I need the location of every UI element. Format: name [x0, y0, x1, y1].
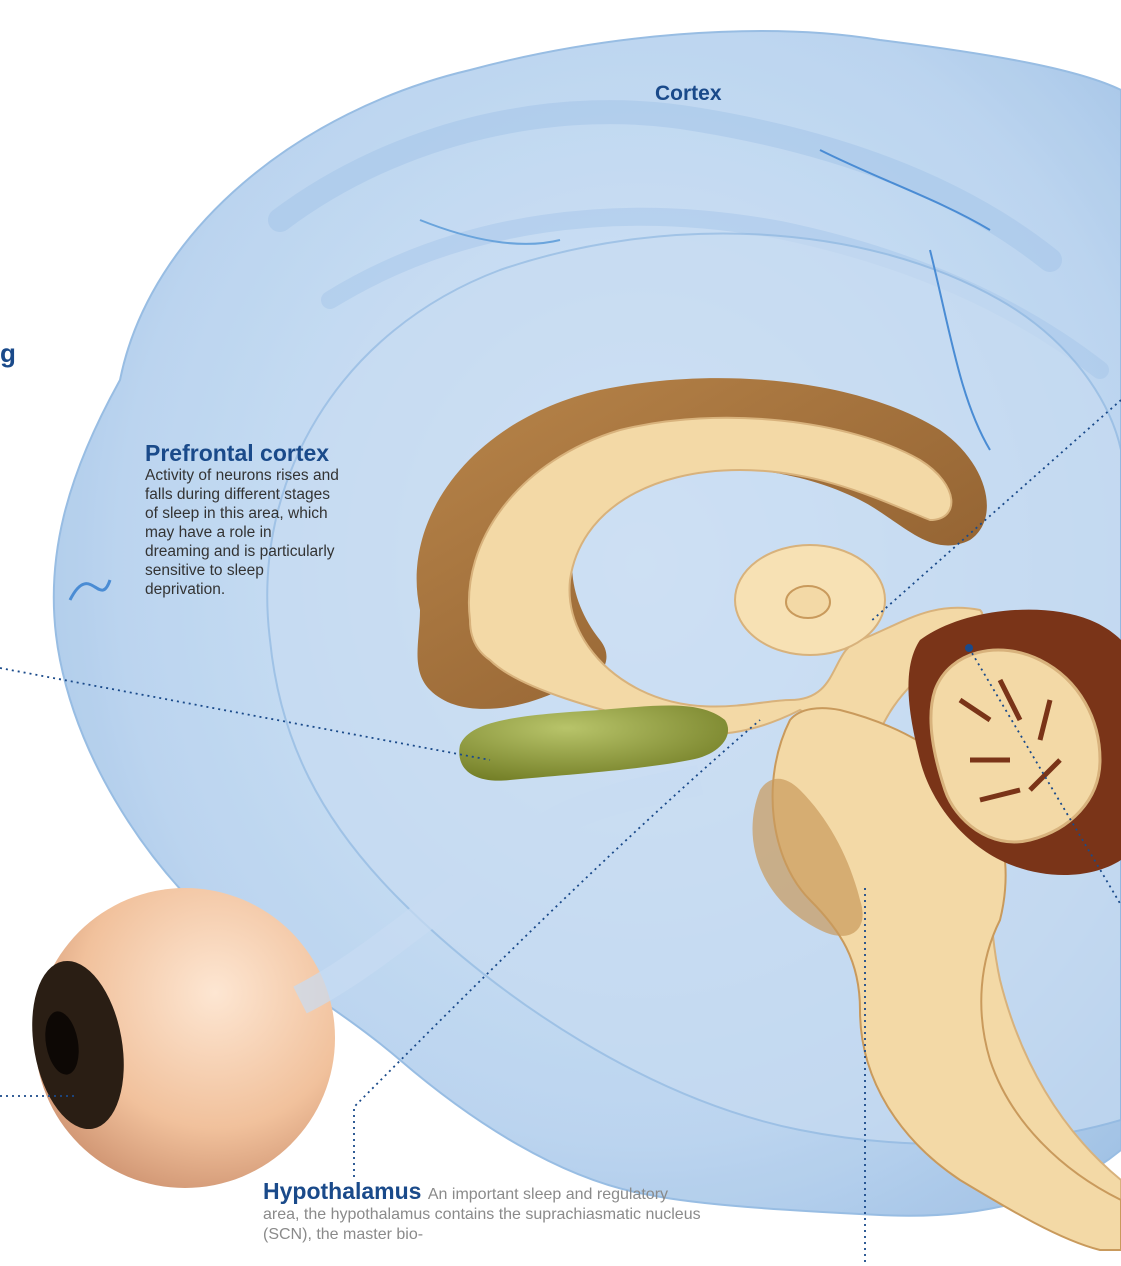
- prefrontal-cortex-callout: Prefrontal cortex Activity of neurons ri…: [145, 440, 340, 599]
- hypothalamus-callout: Hypothalamus An important sleep and regu…: [263, 1181, 703, 1245]
- cropped-label-fragment: g: [0, 338, 16, 369]
- hypothalamus-title: Hypothalamus: [263, 1178, 428, 1204]
- thalamus-spot: [786, 586, 830, 618]
- prefrontal-cortex-description: Activity of neurons rises and falls duri…: [145, 466, 340, 599]
- cortex-label: Cortex: [655, 82, 722, 106]
- leader-endpoint: [965, 644, 973, 652]
- prefrontal-cortex-title: Prefrontal cortex: [145, 440, 340, 466]
